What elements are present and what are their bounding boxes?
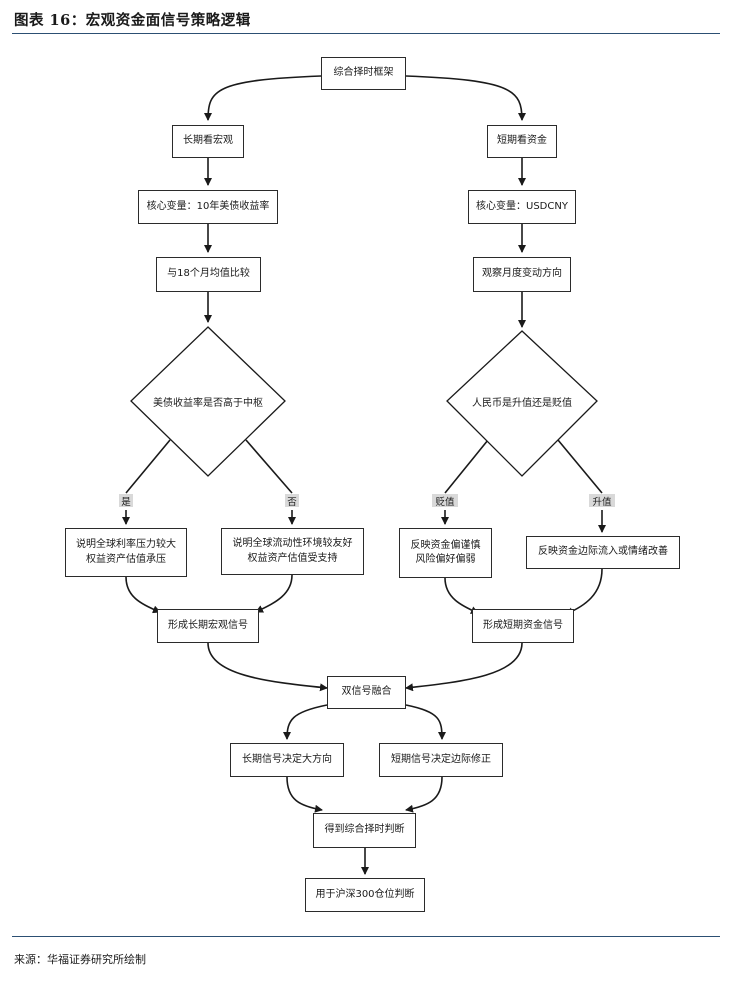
edge-root-to-long (204, 75, 322, 121)
node-long-yes-result: 说明全球利率压力较大 权益资产估值承压 (65, 528, 187, 577)
edge-short-dep (444, 439, 489, 494)
edge-shortrole-to-combined (405, 776, 443, 813)
node-short-observe: 观察月度变动方向 (473, 257, 571, 292)
node-combined: 得到综合择时判断 (313, 813, 416, 848)
node-short-app-result: 反映资金边际流入或情绪改善 (526, 536, 680, 569)
node-long-variable: 核心变量：10年美债收益率 (138, 190, 278, 224)
edge-label-no: 否 (285, 494, 299, 508)
edge-fusion-to-shortrole (405, 704, 446, 740)
edge-label-appreciate: 升值 (589, 494, 615, 508)
node-long-compare: 与18个月均值比较 (156, 257, 261, 292)
short-decision-diamond (446, 330, 598, 477)
footer-divider (12, 936, 720, 937)
long-decision-label: 美债收益率是否高于中枢 (153, 397, 263, 409)
node-root: 综合择时框架 (321, 57, 406, 90)
edge-shortapp-to-signal (565, 568, 603, 615)
long-decision-diamond (130, 326, 286, 477)
edge-long-no (245, 439, 293, 494)
edge-shortsignal-to-fusion (405, 642, 523, 692)
source-note: 来源：华福证券研究所绘制 (14, 953, 146, 966)
edge-label-depreciate: 贬值 (432, 494, 458, 508)
edge-longrole-to-combined (286, 776, 323, 813)
edge-shortdep-to-signal (444, 577, 479, 614)
edge-label-yes: 是 (119, 494, 133, 508)
node-short-term: 短期看资金 (487, 125, 557, 158)
edge-fusion-to-longrole (283, 704, 328, 740)
figure-title: 图表 16：宏观资金面信号策略逻辑 (14, 12, 251, 29)
edge-longsignal-to-fusion (207, 642, 328, 692)
edge-long-yes (125, 439, 171, 494)
node-long-role: 长期信号决定大方向 (230, 743, 344, 777)
node-long-signal: 形成长期宏观信号 (157, 609, 259, 643)
edge-root-to-short (405, 75, 526, 121)
edge-longno-to-signal (255, 574, 293, 613)
node-short-role: 短期信号决定边际修正 (379, 743, 503, 777)
node-application: 用于沪深300仓位判断 (305, 878, 425, 912)
short-decision-label: 人民币是升值还是贬值 (472, 397, 572, 409)
node-short-signal: 形成短期资金信号 (472, 609, 574, 643)
edge-short-app (557, 439, 603, 494)
node-short-dep-result: 反映资金偏谨慎 风险偏好偏弱 (399, 528, 492, 578)
node-short-variable: 核心变量：USDCNY (468, 190, 576, 224)
node-long-no-result: 说明全球流动性环境较友好 权益资产估值受支持 (221, 528, 364, 575)
edge-longyes-to-signal (125, 576, 161, 614)
node-long-term: 长期看宏观 (172, 125, 244, 158)
node-fusion: 双信号融合 (327, 676, 406, 709)
title-divider (12, 33, 720, 34)
